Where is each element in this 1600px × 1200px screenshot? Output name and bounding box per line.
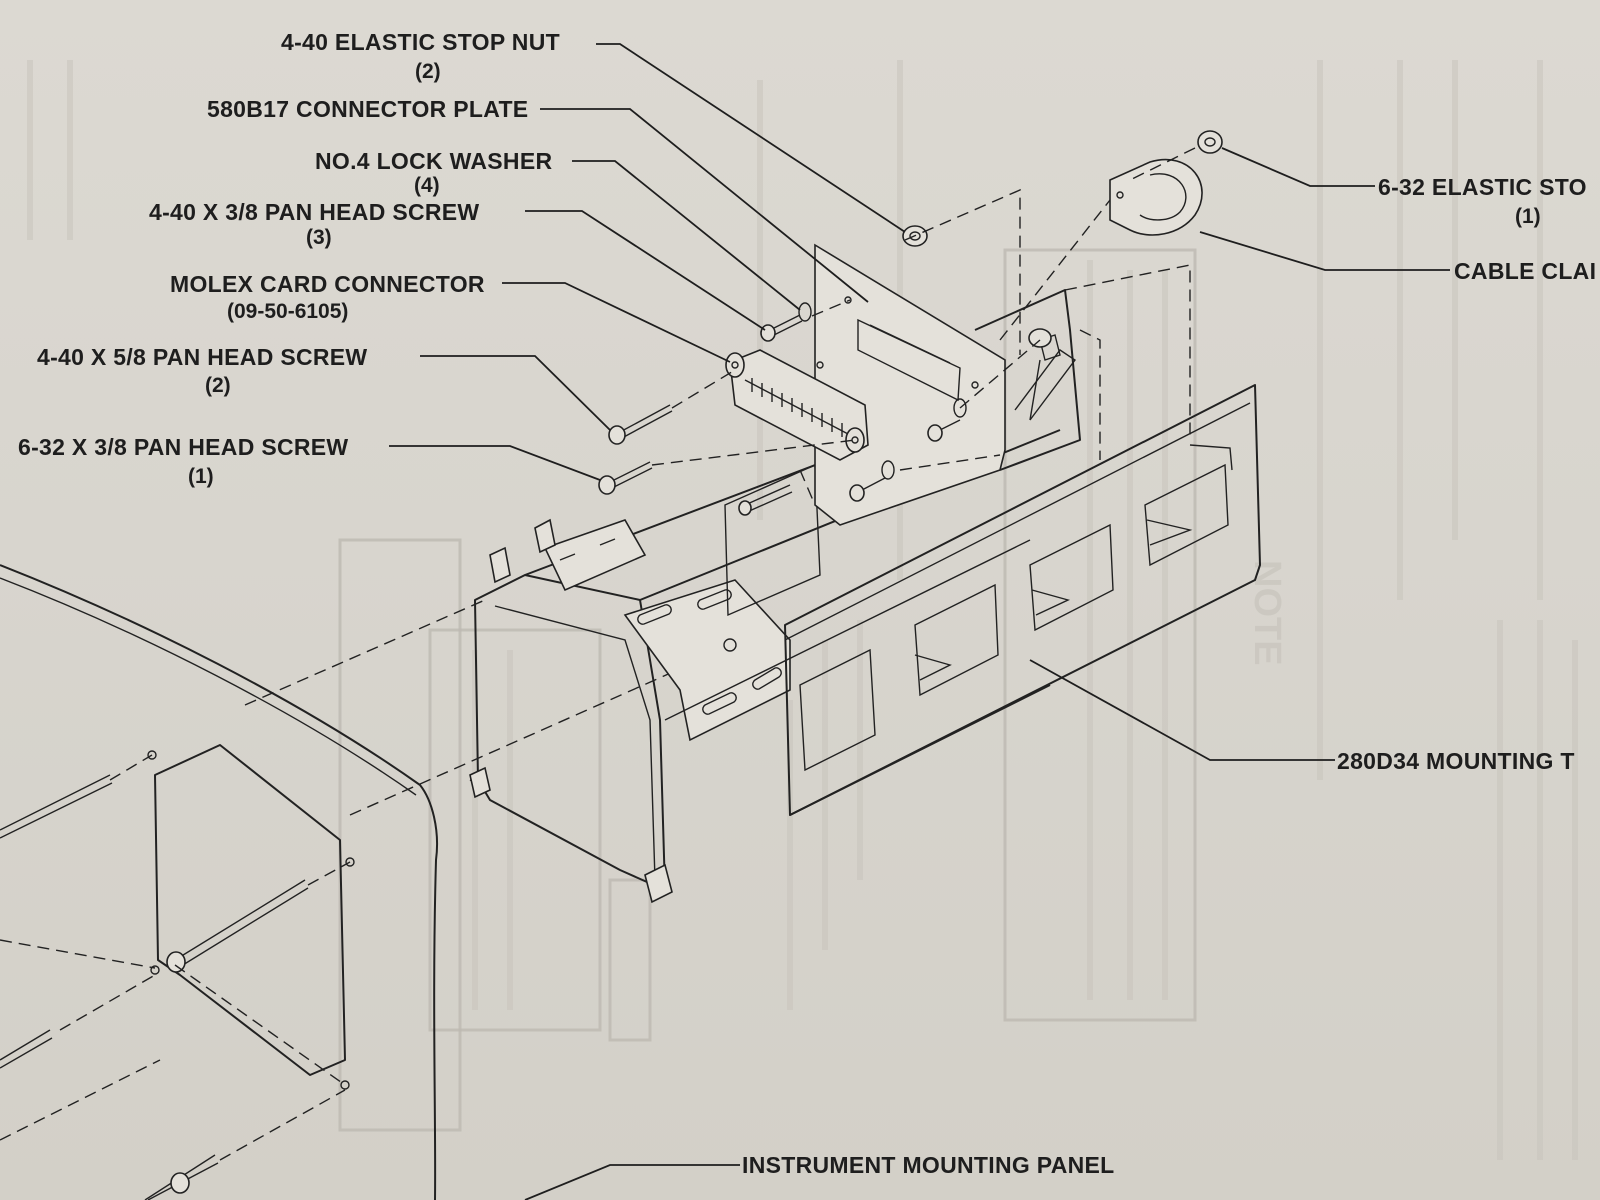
stop-nut-6-32 xyxy=(1197,130,1223,154)
leader-lines xyxy=(389,43,1450,1200)
callout-label: INSTRUMENT MOUNTING PANEL xyxy=(742,1152,1115,1178)
callout-qty: (3) xyxy=(306,226,332,249)
callout-qty: (4) xyxy=(414,174,440,197)
pan-head-screws xyxy=(598,314,961,502)
callout-label: MOLEX CARD CONNECTOR xyxy=(170,271,485,297)
instrument-mounting-panel xyxy=(0,564,438,1200)
callout-label: 6-32 ELASTIC STO xyxy=(1378,174,1587,200)
bleed-through-artwork: NOTE xyxy=(27,60,1578,1160)
molex-card-connector xyxy=(725,349,869,461)
callout-label: 580B17 CONNECTOR PLATE xyxy=(207,96,528,122)
callout-qty: (1) xyxy=(188,465,214,488)
connector-plate xyxy=(814,243,1081,526)
svg-text:NOTE: NOTE xyxy=(1246,560,1288,666)
callout-label: 4-40 X 3/8 PAN HEAD SCREW xyxy=(149,199,479,225)
callout-label: CABLE CLAI xyxy=(1454,258,1596,284)
callout-label: NO.4 LOCK WASHER xyxy=(315,148,552,174)
callout-qty: (1) xyxy=(1515,205,1541,228)
lock-washers xyxy=(798,302,967,480)
callout-label: 4-40 ELASTIC STOP NUT xyxy=(281,29,560,55)
assembly-paths xyxy=(651,147,1196,506)
callout-label: 6-32 X 3/8 PAN HEAD SCREW xyxy=(18,434,348,460)
callout-qty: (2) xyxy=(415,60,441,83)
callout-label: 4-40 X 5/8 PAN HEAD SCREW xyxy=(37,344,367,370)
callout-label: 280D34 MOUNTING T xyxy=(1337,748,1575,774)
callout-qty: (09-50-6105) xyxy=(227,300,348,323)
cable-clamp xyxy=(1109,159,1203,236)
callout-qty: (2) xyxy=(205,374,231,397)
callout-labels: 4-40 ELASTIC STOP NUT (2) 580B17 CONNECT… xyxy=(18,29,1596,1178)
